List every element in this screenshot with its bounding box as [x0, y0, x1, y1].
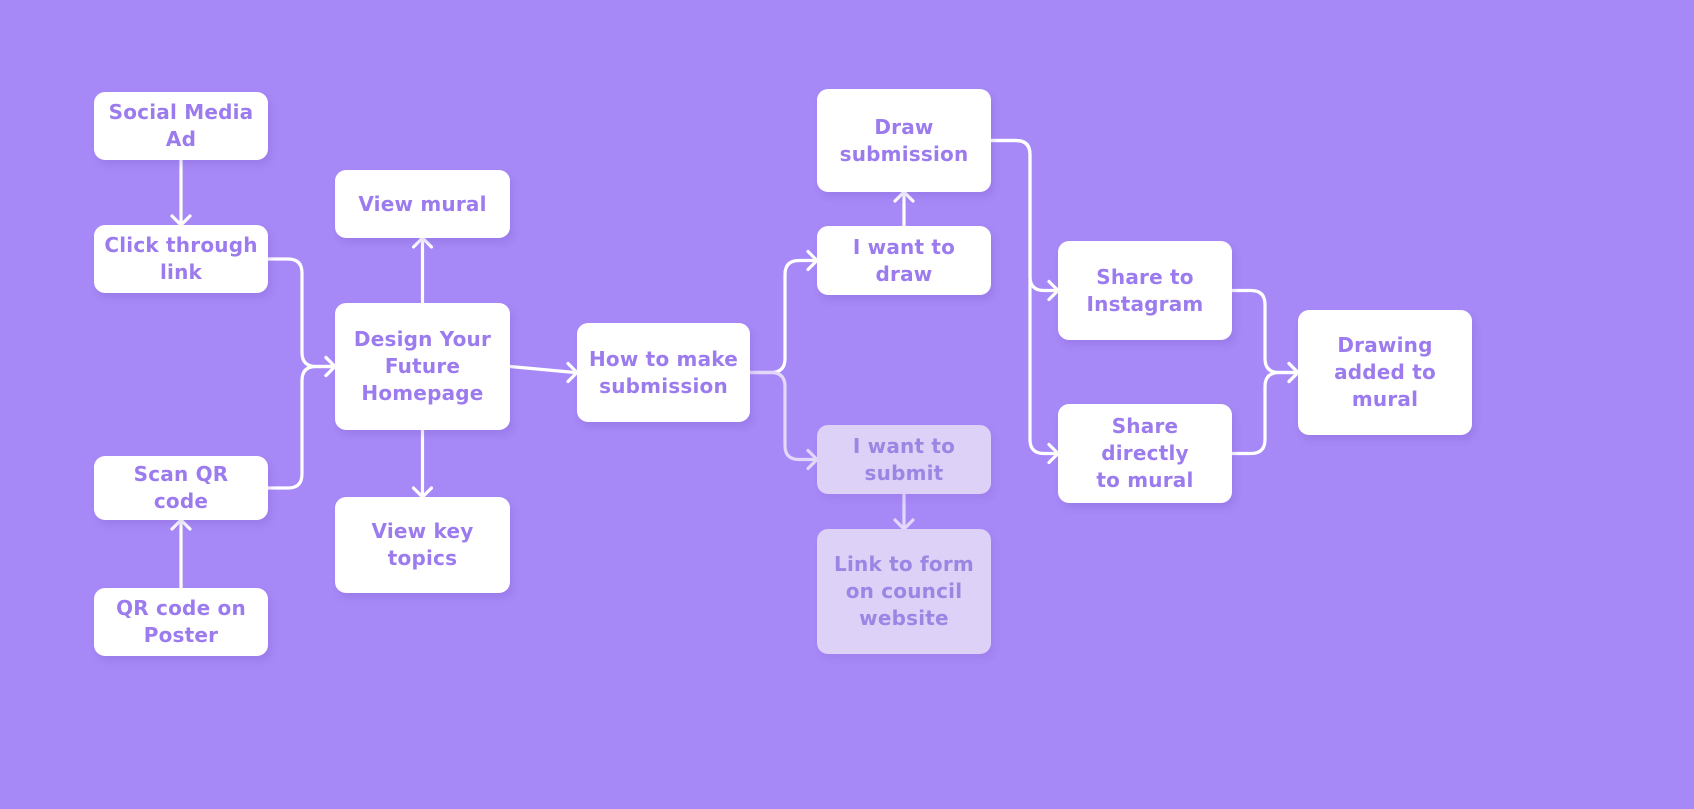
edge-draw-to-drawsub-arrow [893, 190, 915, 203]
node-label: Share to Instagram [1086, 264, 1204, 316]
edge-drawsub-to-insta-arrow [1047, 279, 1060, 302]
node-label: Draw submission [839, 114, 969, 166]
node-view-mural[interactable]: View mural [335, 170, 510, 238]
edge-design-to-topics-arrow [411, 486, 434, 499]
edge-drawsub-to-insta-line [989, 138, 1058, 293]
node-label: View mural [358, 191, 487, 216]
edge-submit-to-link-arrow [893, 518, 915, 531]
edge-insta-to-added-arrow [1287, 361, 1300, 384]
edge-scan-to-design-line [266, 364, 335, 490]
node-label: Drawing added to mural [1334, 333, 1436, 411]
edge-scan-to-design-arrow [324, 355, 337, 378]
edge-mural-to-added-line [1230, 370, 1298, 456]
edge-how-to-submit-line [748, 370, 817, 462]
node-label: Scan QR code [133, 462, 229, 513]
node-label: View key topics [371, 519, 474, 570]
edge-design-to-mural-arrow [411, 236, 434, 249]
edge-drawsub-to-mural-arrow [1047, 442, 1060, 465]
edge-drawsub-to-mural-line [989, 138, 1058, 456]
node-draw-submission[interactable]: Draw submission [817, 89, 991, 192]
node-view-key-topics[interactable]: View key topics [335, 497, 510, 593]
node-qr-code-on-poster[interactable]: QR code on Poster [94, 588, 268, 656]
node-label: Social Media Ad [108, 100, 254, 151]
node-label: Design Your Future Homepage [353, 327, 492, 405]
node-scan-qr-code[interactable]: Scan QR code [94, 456, 268, 520]
node-label: I want to submit [852, 433, 956, 485]
edge-click-to-design-arrow [324, 355, 337, 378]
node-share-to-instagram[interactable]: Share to Instagram [1058, 241, 1232, 340]
node-i-want-to-submit[interactable]: I want to submit [817, 425, 991, 494]
edge-poster-to-scan-arrow [170, 518, 192, 531]
node-link-to-form[interactable]: Link to form on council website [817, 529, 991, 654]
edge-click-to-design-line [266, 257, 335, 369]
node-label: Link to form on council website [834, 552, 974, 630]
edge-how-to-draw-arrow [806, 249, 819, 272]
edge-ad-to-click-arrow [170, 214, 192, 227]
node-label: Share directly to mural [1096, 414, 1194, 492]
edge-mural-to-added-arrow [1287, 361, 1300, 384]
node-label: QR code on Poster [116, 596, 246, 647]
node-how-to-make-submission[interactable]: How to make submission [577, 323, 750, 422]
node-social-media-ad[interactable]: Social Media Ad [94, 92, 268, 160]
edge-how-to-draw-line [748, 258, 817, 375]
edge-design-to-how-arrow [566, 361, 579, 384]
node-label: How to make submission [588, 346, 739, 398]
node-label: I want to draw [852, 234, 956, 286]
edge-design-to-how-line [508, 364, 577, 375]
node-i-want-to-draw[interactable]: I want to draw [817, 226, 991, 295]
edge-insta-to-added-line [1230, 288, 1298, 375]
node-share-directly-mural[interactable]: Share directly to mural [1058, 404, 1232, 503]
node-label: Click through link [104, 233, 258, 284]
edge-how-to-submit-arrow [806, 448, 819, 471]
node-drawing-added-mural[interactable]: Drawing added to mural [1298, 310, 1472, 435]
node-click-through-link[interactable]: Click through link [94, 225, 268, 293]
node-design-homepage[interactable]: Design Your Future Homepage [335, 303, 510, 430]
